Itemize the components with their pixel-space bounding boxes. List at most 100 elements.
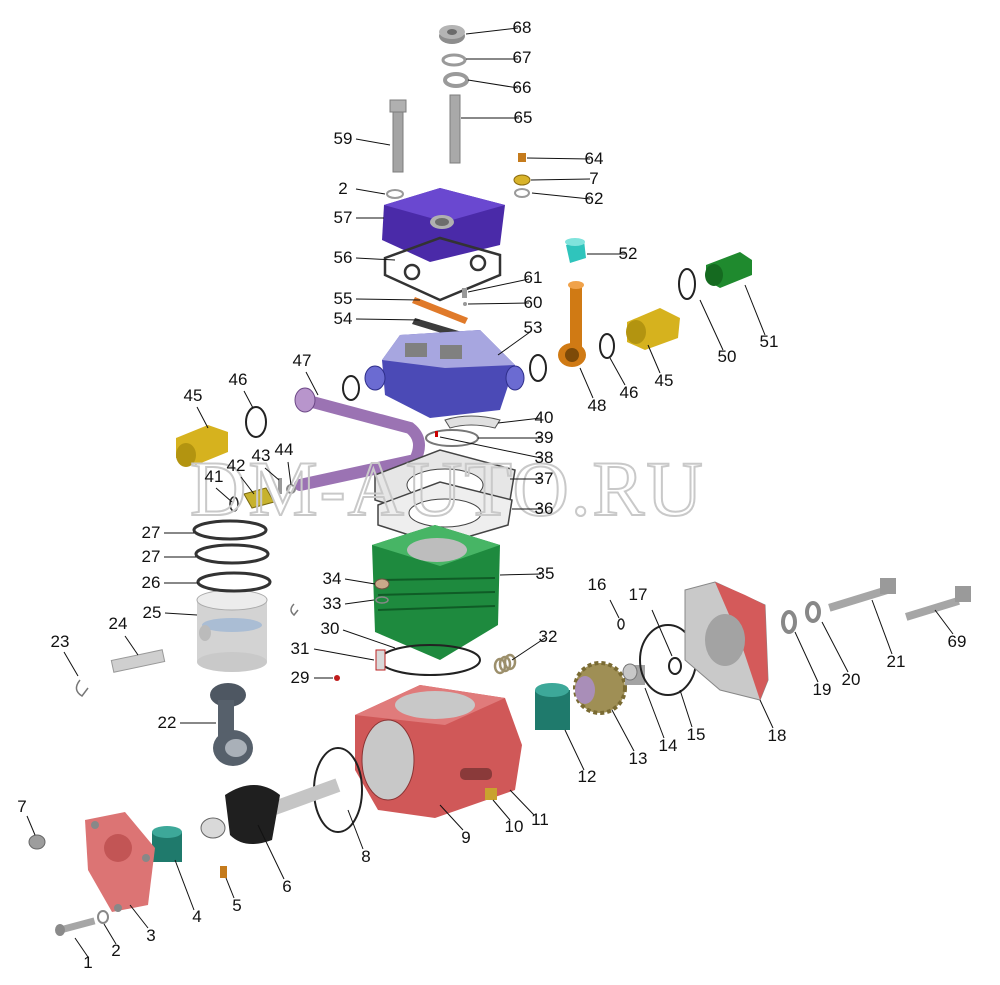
leader-line-p4 — [174, 859, 195, 911]
bolt-21 — [828, 578, 896, 612]
part-label-p27b: 27 — [142, 547, 161, 566]
part-label-p9: 9 — [461, 828, 470, 847]
part-label-p25: 25 — [143, 603, 162, 622]
pin-61 — [462, 288, 467, 298]
part-label-p55: 55 — [334, 289, 353, 308]
plate-55 — [412, 297, 468, 324]
leader-line-p66 — [467, 79, 519, 89]
leader-line-p1 — [74, 937, 89, 958]
fitting-64 — [518, 153, 526, 162]
cover-3 — [85, 812, 155, 912]
leader-line-p20 — [821, 621, 849, 673]
leader-line-p55 — [355, 298, 421, 301]
part-label-p44: 44 — [275, 440, 294, 459]
leader-line-p47 — [305, 371, 319, 396]
piston-25 — [196, 589, 268, 672]
bolt-69 — [905, 586, 971, 621]
washer-19 — [781, 610, 797, 634]
part-label-p61: 61 — [524, 268, 543, 287]
leader-line-p42 — [240, 476, 255, 495]
part-label-p45a: 45 — [184, 386, 203, 405]
watermark-text: DM-AUTO.RU — [190, 445, 705, 532]
leader-line-p53 — [497, 331, 531, 356]
part-label-p53: 53 — [524, 318, 543, 337]
cover-57 — [382, 188, 505, 262]
leader-line-p5 — [225, 877, 235, 899]
ring-33 — [375, 596, 389, 604]
leader-line-p50 — [699, 299, 724, 351]
part-label-p38: 38 — [535, 448, 554, 467]
leader-line-p3 — [129, 904, 149, 929]
part-label-p31: 31 — [291, 639, 310, 658]
fitting-51 — [705, 252, 752, 288]
bolt-59 — [389, 99, 407, 173]
oring-46-head — [342, 375, 360, 401]
conrod-22 — [210, 683, 253, 766]
leader-line-p17 — [651, 609, 673, 657]
ring-16 — [617, 618, 625, 630]
part-label-p27a: 27 — [142, 523, 161, 542]
leader-line-p46a — [243, 390, 254, 409]
part-label-p16: 16 — [588, 575, 607, 594]
part-label-p42: 42 — [227, 456, 246, 475]
leader-line-p10 — [492, 799, 511, 821]
part-label-p17: 17 — [629, 585, 648, 604]
part-label-p1: 1 — [83, 953, 92, 972]
part-label-p18: 18 — [768, 726, 787, 745]
part-label-p52: 52 — [619, 244, 638, 263]
part-label-p67: 67 — [513, 48, 532, 67]
oring-46-right — [529, 354, 547, 382]
part-label-p65: 65 — [514, 108, 533, 127]
part-label-p13: 13 — [629, 749, 648, 768]
leader-line-p13 — [611, 709, 635, 752]
oring-17 — [668, 657, 682, 675]
leader-line-p6 — [257, 824, 285, 880]
part-label-p46a: 46 — [229, 370, 248, 389]
part-label-p2a: 2 — [111, 941, 120, 960]
fitting-45-right — [626, 308, 680, 350]
leader-line-p7a — [26, 815, 36, 836]
part-label-p57: 57 — [334, 208, 353, 227]
leader-line-p19 — [794, 631, 819, 683]
leader-line-p45a — [196, 406, 209, 429]
gasket-56 — [383, 236, 502, 302]
part-label-p11: 11 — [531, 810, 549, 829]
part-label-p7a: 7 — [17, 797, 26, 816]
leader-line-p40 — [497, 417, 542, 424]
head-53 — [364, 330, 525, 418]
spring-32 — [493, 653, 517, 675]
washer-2-bottom — [97, 910, 109, 924]
leader-line-p46b — [609, 357, 626, 386]
cylinder-35 — [372, 525, 500, 660]
pin-38 — [435, 431, 438, 437]
part-label-p56: 56 — [334, 248, 353, 267]
part-label-p7b: 7 — [589, 169, 598, 188]
leader-line-p69 — [934, 609, 954, 635]
part-label-p22: 22 — [158, 713, 177, 732]
leader-line-p51 — [744, 284, 766, 336]
part-label-p60: 60 — [524, 293, 543, 312]
leader-line-p31 — [313, 648, 375, 661]
pin-24 — [110, 649, 166, 673]
part-label-p40: 40 — [535, 408, 554, 427]
fitting-10 — [485, 788, 497, 800]
part-label-p14: 14 — [659, 736, 678, 755]
part-shapes — [28, 25, 971, 936]
gasket-36 — [377, 481, 513, 546]
part-label-p39: 39 — [535, 428, 554, 447]
leader-line-p68 — [465, 27, 519, 35]
leader-line-p38 — [439, 436, 542, 459]
part-label-p2b: 2 — [338, 179, 347, 198]
part-label-p33: 33 — [323, 594, 342, 613]
leader-line-p56 — [355, 257, 396, 261]
oring-50 — [678, 268, 696, 300]
part-label-p37: 37 — [535, 469, 554, 488]
washer-67 — [441, 53, 467, 67]
part-label-p15: 15 — [687, 725, 706, 744]
part-label-p29: 29 — [291, 668, 310, 687]
leader-line-p16 — [609, 599, 620, 619]
crankcase-9 — [355, 685, 522, 818]
leader-line-p35 — [499, 573, 542, 576]
